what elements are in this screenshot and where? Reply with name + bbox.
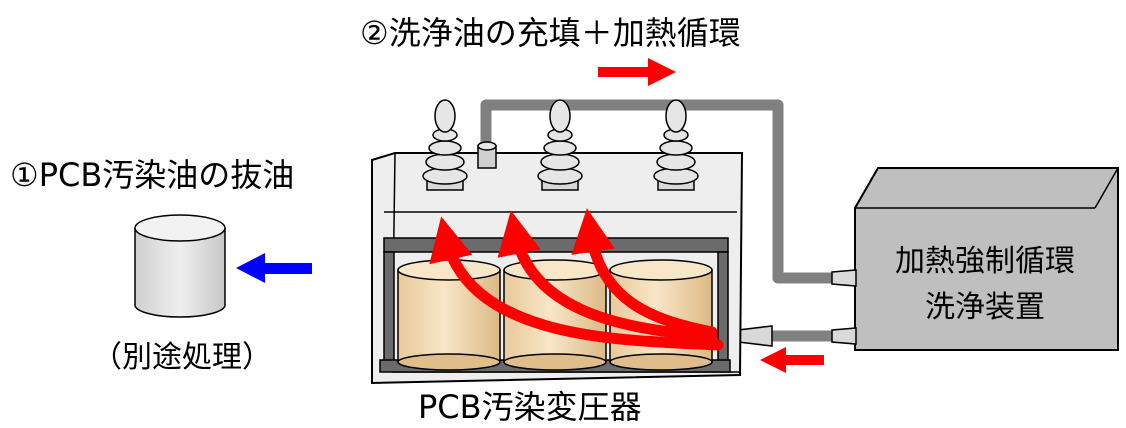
device-label-line1: 加熱強制循環 [895,244,1075,279]
separate-disposal-label: （別途処理） [92,340,272,375]
container-icon [134,214,226,318]
device-label-line2: 洗浄装置 [925,290,1045,325]
return-pipe [480,99,838,284]
bushing-icon [537,99,583,191]
coil-1 [397,259,501,371]
bushing-icon [422,99,468,191]
cleaning-device [831,167,1119,351]
oil-plug-icon [477,141,497,169]
bushing-icon [653,99,699,191]
step1-label: ①PCB汚染油の抜油 [10,156,295,194]
circulation-arrows [429,208,724,351]
transformer-label: PCB汚染変圧器 [418,388,642,426]
fill-direction-arrow [598,58,676,86]
step2-label: ②洗浄油の充填＋加熱循環 [360,14,741,52]
drain-arrow [236,253,312,283]
return-direction-arrow [760,347,824,373]
supply-pipe [737,325,838,347]
